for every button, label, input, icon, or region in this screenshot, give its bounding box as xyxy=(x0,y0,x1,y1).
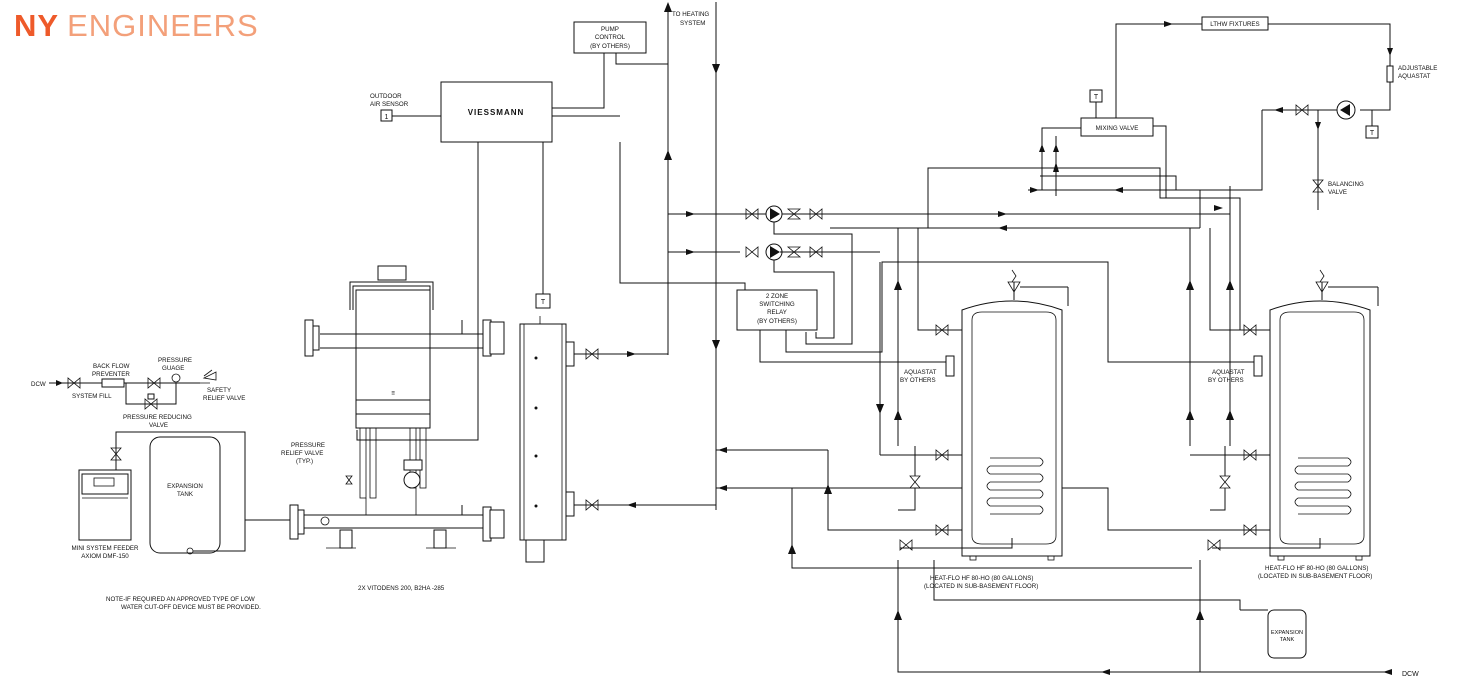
svg-text:T: T xyxy=(1370,130,1375,137)
svg-text:SYSTEM FILL: SYSTEM FILL xyxy=(72,393,112,400)
svg-text:(LOCATED IN SUB-BASEMENT FLOOR: (LOCATED IN SUB-BASEMENT FLOOR) xyxy=(924,583,1038,590)
svg-text:AQUASTAT: AQUASTAT xyxy=(1212,369,1245,376)
boiler-model-label: 2X VITODENS 200, B2HA -285 xyxy=(358,585,445,592)
svg-text:PRESSURE REDUCING: PRESSURE REDUCING xyxy=(123,414,192,421)
svg-text:EXPANSION: EXPANSION xyxy=(167,483,203,490)
svg-text:PRESSURE: PRESSURE xyxy=(158,357,192,364)
svg-text:HEAT-FLO HF 80-HO (80 GALLONS): HEAT-FLO HF 80-HO (80 GALLONS) xyxy=(1265,565,1368,572)
note-line-1: NOTE-IF REQUIRED AN APPROVED TYPE OF LOW xyxy=(106,596,255,603)
low-loss-header xyxy=(519,316,575,563)
svg-text:ADJUSTABLE: ADJUSTABLE xyxy=(1398,65,1437,72)
lthw-loop: LTHW FIXTURES ADJUSTABLE AQUASTAT T BALA… xyxy=(1028,16,1437,228)
svg-text:VIESSMANN: VIESSMANN xyxy=(468,108,525,117)
logo-ny: NY xyxy=(14,8,60,43)
svg-text:AQUASTAT: AQUASTAT xyxy=(1398,73,1431,80)
pump-control-box: PUMP CONTROL (BY OTHERS) xyxy=(573,21,647,54)
svg-text:1: 1 xyxy=(385,114,389,121)
svg-text:PUMP: PUMP xyxy=(601,26,619,33)
svg-text:T: T xyxy=(1094,94,1099,101)
svg-text:(TYP.): (TYP.) xyxy=(296,458,313,465)
svg-text:PREVENTER: PREVENTER xyxy=(92,371,130,378)
system-feeder: MINI SYSTEM FEEDER AXIOM DMF-150 xyxy=(71,469,139,560)
svg-text:GUAGE: GUAGE xyxy=(162,365,184,372)
svg-text:SWITCHING: SWITCHING xyxy=(759,301,795,308)
svg-text:BY OTHERS: BY OTHERS xyxy=(900,377,936,384)
svg-text:BACK FLOW: BACK FLOW xyxy=(93,363,130,370)
svg-text:BY OTHERS: BY OTHERS xyxy=(1208,377,1244,384)
svg-text:AQUASTAT: AQUASTAT xyxy=(904,369,937,376)
svg-text:EXPANSION: EXPANSION xyxy=(1271,630,1303,636)
to-heating-label: TO HEATING xyxy=(672,11,709,18)
svg-text:RELIEF VALVE: RELIEF VALVE xyxy=(281,450,323,457)
svg-text:HEAT-FLO HF 80-HO (80 GALLONS): HEAT-FLO HF 80-HO (80 GALLONS) xyxy=(930,575,1033,582)
boiler-assembly: ≡ PRESSURE RELIEF VALVE (TYP xyxy=(281,265,505,592)
note-line-2: WATER CUT-OFF DEVICE MUST BE PROVIDED. xyxy=(121,604,261,611)
svg-text:≡: ≡ xyxy=(391,390,395,397)
svg-text:AIR SENSOR: AIR SENSOR xyxy=(370,101,409,108)
svg-text:RELIEF VALVE: RELIEF VALVE xyxy=(203,395,245,402)
to-heating-label-2: SYSTEM xyxy=(680,20,705,27)
mixing-valve-box xyxy=(1080,117,1154,137)
outdoor-air-sensor: OUTDOOR AIR SENSOR 1 xyxy=(370,93,441,122)
svg-text:BALANCING: BALANCING xyxy=(1328,181,1364,188)
svg-text:LTHW FIXTURES: LTHW FIXTURES xyxy=(1210,21,1259,28)
svg-text:2 ZONE: 2 ZONE xyxy=(766,293,788,300)
svg-text:RELAY: RELAY xyxy=(767,309,787,316)
svg-text:AXIOM DMF-150: AXIOM DMF-150 xyxy=(81,553,129,560)
svg-text:MINI SYSTEM FEEDER: MINI SYSTEM FEEDER xyxy=(71,545,139,552)
svg-text:(BY OTHERS): (BY OTHERS) xyxy=(590,43,630,50)
fill-assembly: DCW SYSTEM FILL BACK FLOW PREVENTER PRES… xyxy=(31,357,245,429)
water-heater-2: AQUASTAT BY OTHERS HEAT-FLO HF 80-HO (80… xyxy=(1190,214,1379,580)
zone-pump-1 xyxy=(745,205,823,223)
svg-text:(LOCATED IN SUB-BASEMENT FLOOR: (LOCATED IN SUB-BASEMENT FLOOR) xyxy=(1258,573,1372,580)
svg-text:(BY OTHERS): (BY OTHERS) xyxy=(757,318,797,325)
svg-text:T: T xyxy=(541,299,546,306)
svg-text:PRESSURE: PRESSURE xyxy=(291,442,325,449)
viessmann-controller: VIESSMANN xyxy=(440,81,553,143)
svg-text:MIXING VALVE: MIXING VALVE xyxy=(1096,125,1139,132)
switching-relay: 2 ZONE SWITCHING RELAY (BY OTHERS) xyxy=(736,289,818,331)
water-heater-1: AQUASTAT BY OTHERS HEAT-FLO HF 80-HO (80… xyxy=(876,262,1069,590)
svg-text:CONTROL: CONTROL xyxy=(595,34,626,41)
svg-text:TANK: TANK xyxy=(1280,637,1295,643)
svg-text:VALVE: VALVE xyxy=(149,422,168,429)
svg-text:VALVE: VALVE xyxy=(1328,189,1347,196)
svg-text:SAFETY: SAFETY xyxy=(207,387,231,394)
zone-pump-2 xyxy=(745,243,880,261)
temp-sensor-t xyxy=(535,293,551,309)
small-expansion-tank: EXPANSION TANK xyxy=(1240,609,1307,659)
expansion-tank: EXPANSION TANK xyxy=(149,436,246,555)
svg-text:OUTDOOR: OUTDOOR xyxy=(370,93,402,100)
dcw-right-label: DCW xyxy=(1402,671,1419,678)
svg-text:DCW: DCW xyxy=(31,381,46,388)
logo-engineers: ENGINEERS xyxy=(67,8,259,43)
svg-text:TANK: TANK xyxy=(177,491,194,498)
